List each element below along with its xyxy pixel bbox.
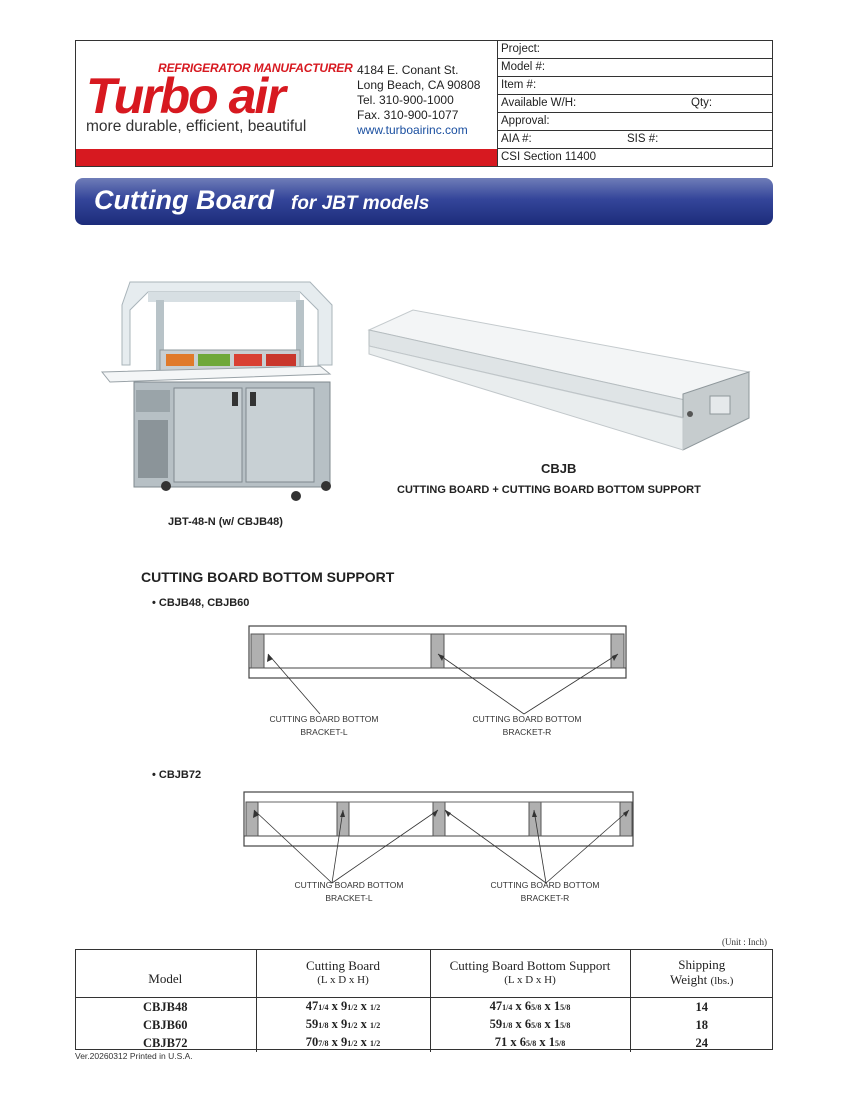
board-model: CBJB <box>541 461 577 476</box>
unit-caption: JBT-48-N (w/ CBJB48) <box>168 516 283 528</box>
company-address: 4184 E. Conant St. Long Beach, CA 90808 … <box>357 63 480 138</box>
table-row: CBJB72 707/8 x 91/2 x 1/2 71 x 65/8 x 15… <box>75 1033 773 1052</box>
phone-line: Tel. 310-900-1000 <box>357 93 454 107</box>
support-diagram-72 <box>243 791 634 847</box>
aia-field[interactable]: AIA #:SIS #: <box>498 131 773 149</box>
csi-section: CSI Section 11400 <box>501 151 597 163</box>
available-field[interactable]: Available W/H:Qty: <box>498 95 773 113</box>
spec-table: Model Cutting Board(L x D x H) Cutting B… <box>75 949 773 1052</box>
fax-line: Fax. 310-900-1077 <box>357 108 459 122</box>
approval-field[interactable]: Approval: <box>498 113 773 131</box>
brand-logo: Turbo air <box>86 68 286 124</box>
board-caption: CUTTING BOARD + CUTTING BOARD BOTTOM SUP… <box>397 484 701 496</box>
support-group-label: • CBJB72 <box>152 769 202 781</box>
bracket-leader-lines-72 <box>253 809 630 884</box>
model-field[interactable]: Model #: <box>498 59 773 77</box>
project-field[interactable]: Project: <box>498 41 773 59</box>
bracket-leader-lines <box>267 653 619 715</box>
page-title: Cutting Board <box>94 185 274 215</box>
col-cutting-board: Cutting Board(L x D x H) <box>255 949 430 998</box>
support-section-title: CUTTING BOARD BOTTOM SUPPORT <box>141 569 395 585</box>
cutting-board-image <box>367 309 751 451</box>
brand-slogan: more durable, efficient, beautiful <box>86 118 307 135</box>
website-link[interactable]: www.turboairinc.com <box>357 123 468 137</box>
support-group-label: • CBJB48, CBJB60 <box>152 597 250 609</box>
table-row: CBJB60 591/8 x 91/2 x 1/2 591/8 x 65/8 x… <box>75 1015 773 1034</box>
project-info-form: Project: Model #: Item #: Available W/H:… <box>497 41 773 166</box>
item-field[interactable]: Item #: <box>498 77 773 95</box>
support-diagram-48-60 <box>248 625 627 679</box>
address-line: Long Beach, CA 90808 <box>357 78 481 92</box>
unit-note: (Unit : Inch) <box>722 937 767 947</box>
title-banner: Cutting Board for JBT models <box>75 178 773 225</box>
version-footer: Ver.20260312 Printed in U.S.A. <box>75 1051 193 1061</box>
page-subtitle: for JBT models <box>291 193 430 214</box>
header-red-bar <box>76 149 497 166</box>
logo-tagline: REFRIGERATOR MANUFACTURER <box>158 61 353 75</box>
qty-label: Qty: <box>691 97 713 109</box>
jbt-unit-image <box>100 281 333 501</box>
sis-label: SIS #: <box>627 133 659 145</box>
col-model: Model <box>75 949 256 998</box>
table-row: CBJB48 471/4 x 91/2 x 1/2 471/4 x 65/8 x… <box>75 997 773 1016</box>
col-support: Cutting Board Bottom Support(L x D x H) <box>429 949 630 998</box>
spec-sheet-header: REFRIGERATOR MANUFACTURER Turbo air more… <box>75 40 773 167</box>
address-line: 4184 E. Conant St. <box>357 63 459 77</box>
